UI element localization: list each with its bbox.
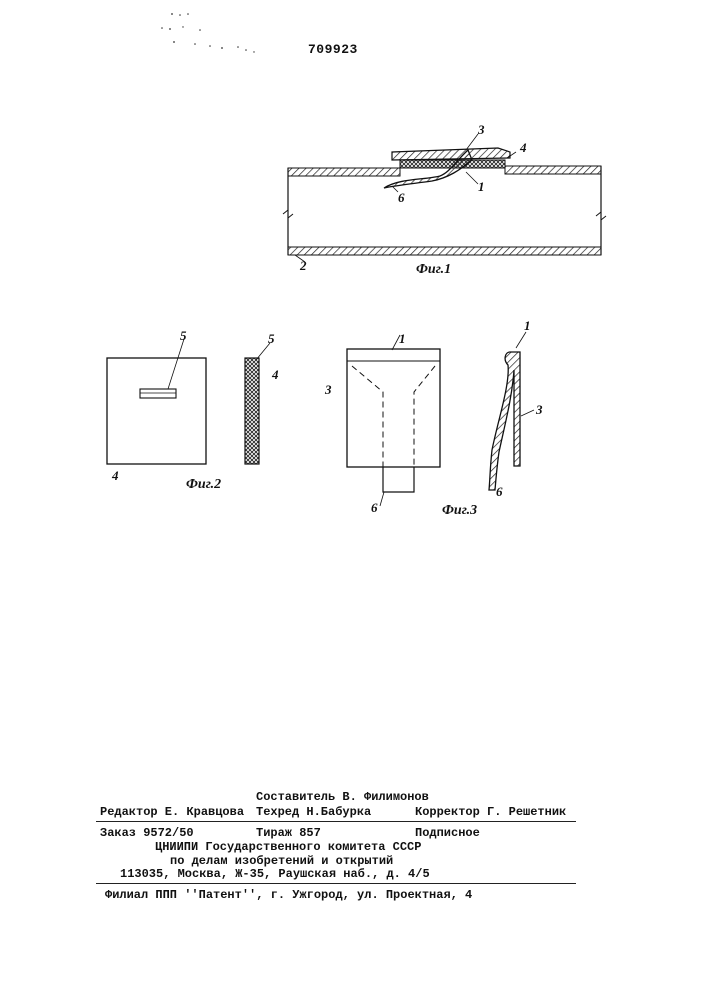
fig1-plate-3 bbox=[392, 148, 510, 160]
divider-1 bbox=[96, 821, 576, 822]
order-line: Заказ 9572/50 bbox=[100, 826, 194, 840]
fig3-clip-hidden-outline bbox=[352, 366, 435, 467]
fig2-gasket-front bbox=[107, 358, 206, 464]
fig3-label-1a: 1 bbox=[399, 331, 406, 346]
org-line-1: ЦНИИПИ Государственного комитета СССР bbox=[155, 840, 421, 854]
fig1-pipe-top-wall-right bbox=[505, 166, 601, 174]
fig3-label-6a: 6 bbox=[371, 500, 378, 515]
fig2-slot-5 bbox=[140, 389, 176, 398]
fig2-label-5b: 5 bbox=[268, 331, 275, 346]
fig1-break-mark-right bbox=[596, 212, 606, 220]
fig1-label-1: 1 bbox=[478, 179, 485, 194]
org-line-2: по делам изобретений и открытий bbox=[170, 854, 393, 868]
fig2-gasket-side bbox=[245, 358, 259, 464]
fig3-caption: Фиг.3 bbox=[442, 503, 477, 518]
figure-2: 5 4 5 4 Фиг.2 bbox=[107, 328, 279, 492]
fig3-label-6b: 6 bbox=[496, 484, 503, 499]
fig1-break-mark-left bbox=[283, 210, 293, 218]
fig2-label-4b: 4 bbox=[271, 367, 279, 382]
fig1-caption: Фиг.1 bbox=[416, 262, 451, 277]
fig3-label-1b: 1 bbox=[524, 318, 531, 333]
divider-2 bbox=[96, 883, 576, 884]
fig1-label-6: 6 bbox=[398, 190, 405, 205]
subscription-line: Подписное bbox=[415, 826, 480, 840]
fig2-label-4a: 4 bbox=[111, 468, 119, 483]
figure-1: 3 4 1 6 2 Фиг.1 bbox=[283, 122, 606, 277]
fig3-clip-side bbox=[489, 352, 520, 490]
fig1-pipe-bottom-wall bbox=[288, 247, 601, 255]
fig3-label-3b: 3 bbox=[535, 402, 543, 417]
fig1-pipe-top-wall-left bbox=[288, 168, 400, 176]
circulation-line: Тираж 857 bbox=[256, 826, 321, 840]
address-line: 113035, Москва, Ж-35, Раушская наб., д. … bbox=[120, 867, 430, 881]
techred-line: Техред Н.Бабурка bbox=[256, 805, 371, 819]
fig1-label-3: 3 bbox=[477, 122, 485, 137]
branch-line: Филиал ППП ''Патент'', г. Ужгород, ул. П… bbox=[105, 888, 472, 902]
figure-3: 1 3 6 1 3 6 Фиг.3 bbox=[324, 318, 543, 518]
corrector-line: Корректор Г. Решетник bbox=[415, 805, 566, 819]
fig3-plate-3 bbox=[347, 349, 440, 467]
editor-line: Редактор Е. Кравцова bbox=[100, 805, 244, 819]
fig1-label-2: 2 bbox=[299, 258, 307, 273]
fig3-tail-6 bbox=[383, 467, 414, 492]
fig2-label-5a: 5 bbox=[180, 328, 187, 343]
fig1-label-4: 4 bbox=[519, 140, 527, 155]
fig3-label-3a: 3 bbox=[324, 382, 332, 397]
compiler-line: Составитель В. Филимонов bbox=[256, 790, 429, 804]
fig2-caption: Фиг.2 bbox=[186, 477, 221, 492]
